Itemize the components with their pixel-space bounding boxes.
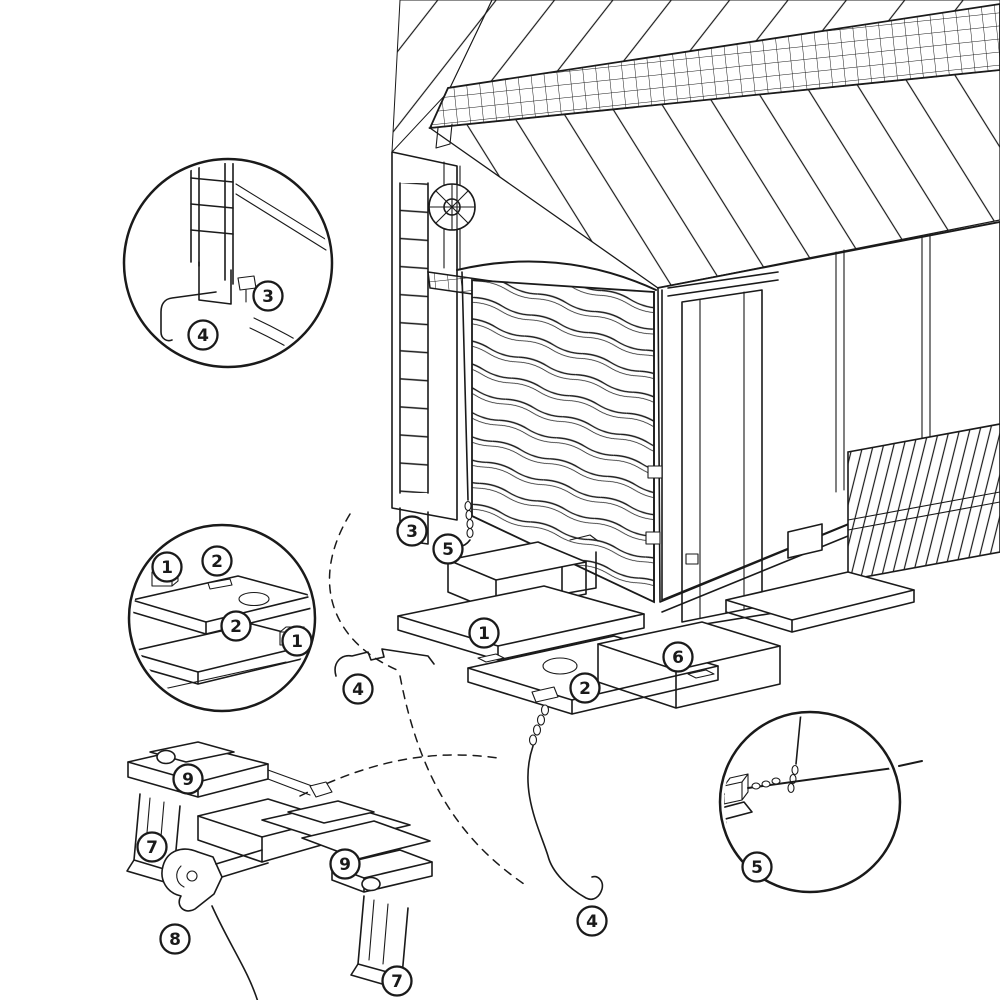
coupler-clip-right [350,895,409,989]
callout-2-weight-plate: 2 [569,672,601,704]
coupler-box-lid-left [127,741,333,798]
svg-text:3: 3 [406,522,418,542]
lever-bracket-block [724,773,749,805]
callout-4-detail-ladder-wire: 4 [187,319,219,351]
side-sill-step [561,551,597,595]
ladder-mount-bracket [237,275,257,291]
car-side [645,221,1000,631]
underframe [561,423,1000,633]
wire-parts [334,648,604,901]
detail-circle-cutlever [718,710,923,894]
coupler-spring-wire [211,905,259,1000]
callout-6-weight-box: 6 [662,641,694,673]
svg-text:2: 2 [211,552,223,572]
car-side-strip [391,151,458,545]
callout-1-detail-plate-tab-lower: 1 [281,625,313,657]
callout-8-coupler-knuckle: 8 [159,923,191,955]
callout-7-coupler-clip-right: 7 [381,965,413,997]
svg-text:2: 2 [579,679,591,699]
svg-text:3: 3 [262,287,274,307]
floor-plate-1 [397,585,645,661]
svg-text:5: 5 [442,540,454,560]
svg-text:4: 4 [586,912,598,932]
callout-4-underbody-wire-right: 4 [576,905,608,937]
callout-1-detail-plate-tab-upper: 1 [151,551,183,583]
coupler-assembly [126,741,433,1000]
callout-9-coupler-box-lid-left: 9 [172,763,204,795]
callout-5-car-brake-rod: 5 [432,533,464,565]
svg-text:5: 5 [751,858,763,878]
svg-text:9: 9 [339,855,351,875]
bolster [787,523,823,559]
side-ladder [400,183,428,493]
callout-layer: 3 4 3 5 1 2 2 1 4 1 2 6 5 4 9 7 8 9 7 [136,280,773,997]
cut-lever-bracket [531,686,559,703]
car-end [456,165,657,604]
svg-text:2: 2 [230,617,242,637]
svg-text:6: 6 [672,648,684,668]
callout-7-coupler-clip-left: 7 [136,831,168,863]
svg-text:9: 9 [182,770,194,790]
svg-text:7: 7 [146,838,158,858]
callout-1-floor-plate: 1 [468,617,500,649]
callout-2-detail-plate-lower: 2 [220,610,252,642]
grab-iron-wire [160,291,217,342]
loose-parts [397,541,781,715]
svg-text:4: 4 [352,680,364,700]
dashed-guides [299,513,525,885]
svg-text:8: 8 [169,930,181,950]
detail-circle-ladder [122,157,334,369]
svg-text:1: 1 [478,624,490,644]
svg-text:1: 1 [291,632,303,652]
plate-slot-upper [207,578,233,590]
uncoupling-wire-right [527,745,604,901]
callout-5-detail-cut-lever: 5 [741,851,773,883]
uncoupling-wire-left [334,648,435,677]
callout-3-detail-ladder-bracket: 3 [252,280,284,312]
door-hardware [645,465,699,565]
svg-text:4: 4 [197,326,209,346]
svg-text:1: 1 [161,558,173,578]
svg-text:7: 7 [391,972,403,992]
callout-9-coupler-box-lid-right: 9 [329,848,361,880]
callout-4-underbody-wire-left: 4 [342,673,374,705]
roofwalk [428,3,1000,149]
brake-rod [461,271,469,501]
callout-2-detail-plate-slot-upper: 2 [201,545,233,577]
callout-3-car-ladder-base: 3 [396,515,428,547]
